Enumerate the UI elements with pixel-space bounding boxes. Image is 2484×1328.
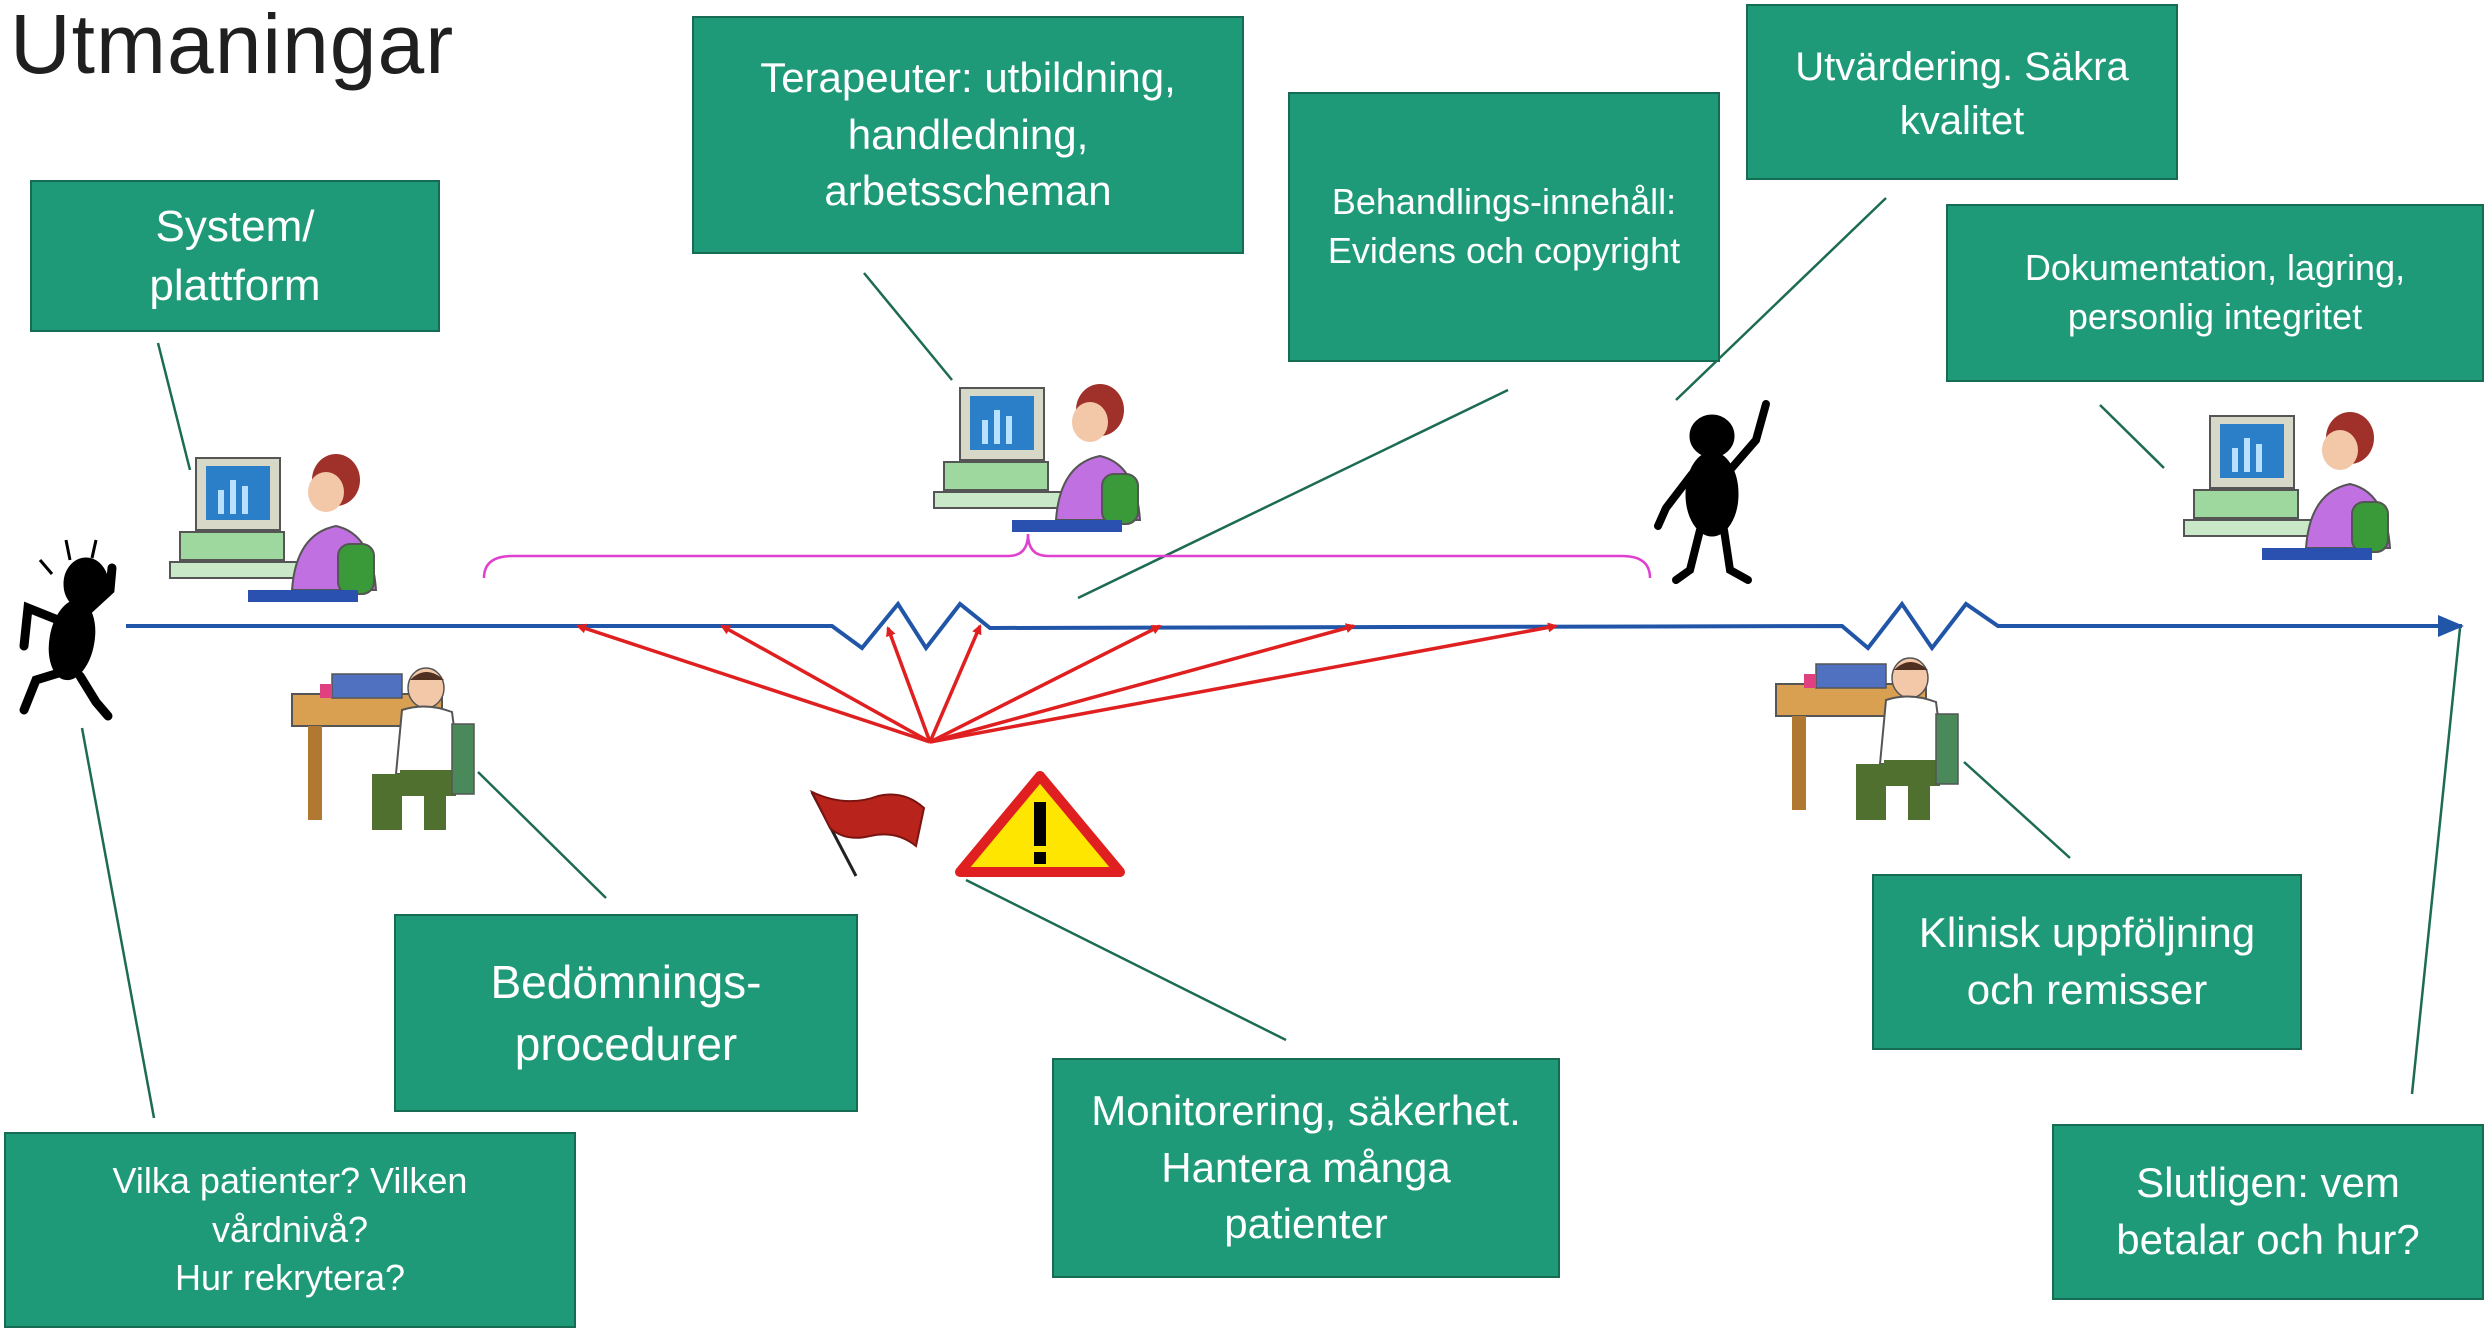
connector-behandling: [1077, 388, 1509, 600]
box-vilka-patienter: Vilka patienter? Vilken vårdnivå? Hur re…: [4, 1132, 576, 1328]
computer-worker-icon: [933, 384, 1142, 532]
connector-monitorering: [965, 878, 1287, 1042]
connector-dokumentation: [2099, 404, 2165, 469]
waving-figure-icon: [1654, 400, 1770, 584]
connector-klinisk: [1963, 761, 2071, 859]
box-monitorering: Monitorering, säkerhet. Hantera många pa…: [1052, 1058, 1560, 1278]
connector-utvardering: [1675, 197, 1887, 401]
connector-slutligen: [2410, 627, 2462, 1095]
connector-system: [156, 342, 192, 471]
doctor-at-desk-icon: [1775, 657, 1959, 820]
box-slutligen: Slutligen: vem betalar och hur?: [2052, 1124, 2484, 1300]
curly-brace: [482, 533, 1652, 579]
page-title: Utmaningar: [10, 0, 455, 91]
box-dokumentation: Dokumentation, lagring, personlig integr…: [1946, 204, 2484, 382]
computer-worker-icon: [169, 454, 378, 602]
box-behandlings-innehall: Behandlings-innehåll: Evidens och copyri…: [1288, 92, 1720, 362]
warning-sign-icon: [955, 771, 1125, 877]
computer-worker-icon: [2183, 412, 2392, 560]
risk-arrows: [576, 622, 1558, 744]
doctor-at-desk-icon: [291, 667, 475, 830]
box-system-plattform: System/ plattform: [30, 180, 440, 332]
box-klinisk-uppfoljning: Klinisk uppföljning och remisser: [1872, 874, 2302, 1050]
connector-vilka: [80, 727, 156, 1119]
connector-lines: [80, 197, 2462, 1119]
red-flag-icon: [809, 789, 926, 877]
box-utvardering: Utvärdering. Säkra kvalitet: [1746, 4, 2178, 180]
stressed-figure-icon: [19, 539, 117, 721]
timeline-arrow: [126, 600, 2464, 652]
box-bedomningsprocedurer: Bedömnings- procedurer: [394, 914, 858, 1112]
connector-bedomning: [477, 771, 607, 899]
box-terapeuter: Terapeuter: utbildning, handledning, arb…: [692, 16, 1244, 254]
connector-terapeuter: [863, 272, 953, 381]
